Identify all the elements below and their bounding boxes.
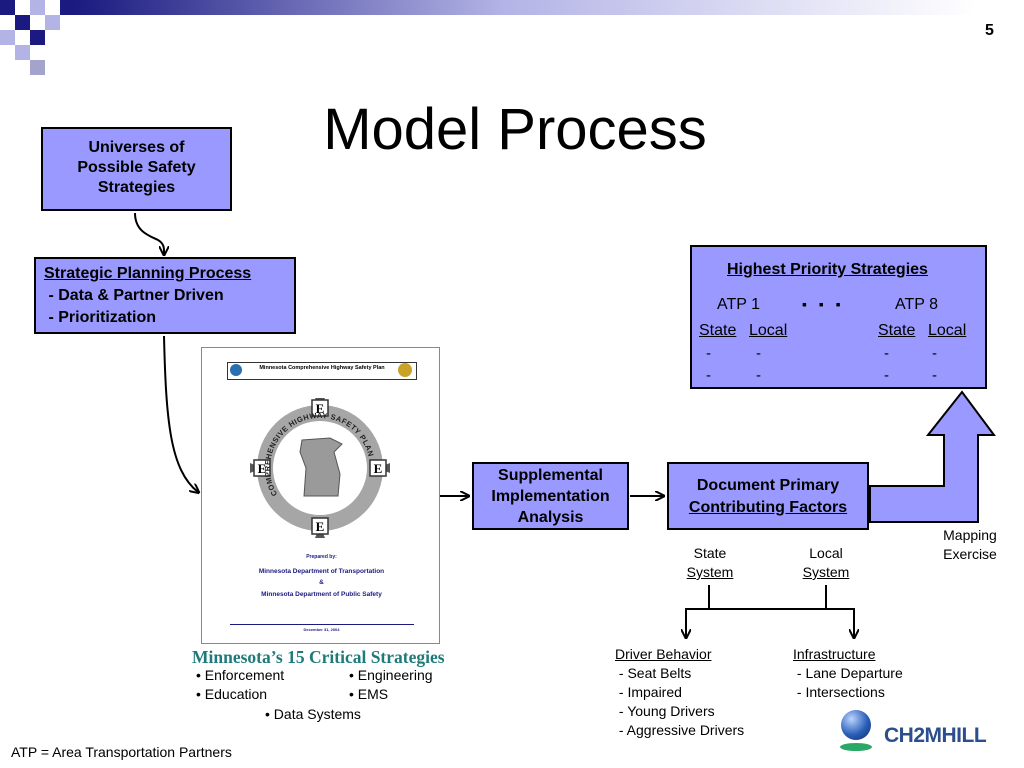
highest-heading: Highest Priority Strategies [727,261,928,278]
list-item: - Lane Departure [793,665,903,681]
supplemental-line-2: Implementation [491,488,610,505]
infra-heading: Infrastructure [793,646,876,662]
universes-line-1: Universes of [88,139,185,156]
list-item: - Impaired [615,684,682,700]
driver-behavior-list: Driver Behavior - Seat Belts - Impaired … [615,645,744,740]
mn-seal-left-icon [230,364,242,376]
dash: - [706,345,711,362]
dash: - [884,345,889,362]
highest-priority-box: Highest Priority Strategies ATP 1 ▪ ▪ ▪ … [690,245,987,389]
list-item: - Intersections [793,684,885,700]
cover-header-text: Minnesota Comprehensive Highway Safety P… [259,365,385,371]
local-system-line-1: Local [809,545,843,561]
strategic-heading: Strategic Planning Process [44,265,252,282]
infrastructure-list: Infrastructure - Lane Departure - Inters… [793,645,903,702]
strategic-planning-box: Strategic Planning Process - Data & Part… [34,257,296,334]
e-block-north [311,399,329,417]
atp1-state: State [699,322,737,339]
mapping-line-2: Exercise [943,546,997,562]
driver-heading: Driver Behavior [615,646,712,662]
atp8-label: ATP 8 [895,296,938,313]
document-primary-box: Document Primary Contributing Factors [667,462,869,530]
local-system-label: Local System [791,544,861,582]
dash: - [756,367,761,384]
atp8-local: Local [928,322,967,339]
supplemental-line-1: Supplemental [498,467,603,484]
state-system-line-2: System [686,564,734,580]
cover-emblem: E E E E COMPREHENSIVE HIGHWAY SAFETY PLA… [250,398,390,538]
critical-ems: • EMS [349,686,389,702]
strategic-item-data: - Data & Partner Driven [44,287,224,304]
logo-text: CH2MHILL [884,724,987,747]
mapping-line-1: Mapping [943,527,997,543]
dash: - [706,367,711,384]
list-item: - Aggressive Drivers [615,722,745,738]
dash: - [932,367,937,384]
minnesota-state-icon [299,437,343,497]
arrow-strategic-to-cover [163,335,198,492]
cover-header-bar [227,362,417,380]
atp8-state: State [878,322,916,339]
atp1-label: ATP 1 [717,296,760,313]
cover-amp: & [319,579,324,586]
mn-seal-right-icon [398,363,412,377]
local-system-line-2: System [802,564,850,580]
e-block-east [369,459,387,477]
cover-divider [230,624,414,625]
slide-number: 5 [985,22,994,39]
list-item: - Seat Belts [615,665,692,681]
document-line-2: Contributing Factors [688,499,848,516]
dash: - [932,345,937,362]
atp1-local: Local [749,322,788,339]
logo-reflection-icon [840,743,872,751]
dash: - [756,345,761,362]
cover-dept-2: Minnesota Department of Public Safety [261,591,382,598]
list-item: - Young Drivers [615,703,715,719]
supplemental-box: Supplemental Implementation Analysis [472,462,629,530]
cover-prepared-by: Prepared by: [306,554,337,560]
e-block-west [253,459,271,477]
e-letter-south: E [316,519,325,534]
mapping-exercise: Mapping Exercise [935,526,1005,564]
e-letter-north: E [316,401,325,416]
universes-line-2: Possible Safety [77,159,196,176]
header-gradient-bar [75,0,1024,15]
ch2mhill-logo: CH2MHILL [838,710,1018,760]
e-letter-east: E [374,461,383,476]
big-arrow-document-to-highest [869,390,996,523]
e-letter-west: E [258,461,267,476]
critical-data-systems: • Data Systems [265,706,361,722]
document-line-1: Document Primary [696,477,840,494]
supplemental-line-3: Analysis [517,509,584,526]
critical-strategies-title: Minnesota’s 15 Critical Strategies [192,647,445,667]
critical-enforcement: • Enforcement [196,667,285,683]
globe-icon [841,710,871,740]
slide-title: Model Process [323,97,707,162]
arrow-universes-to-strategic [134,212,164,254]
universes-box: Universes of Possible Safety Strategies [41,127,232,211]
ellipsis-icon: ▪ ▪ ▪ [802,296,845,312]
e-block-south [311,517,329,535]
critical-education: • Education [196,686,268,702]
safety-plan-cover: Minnesota Comprehensive Highway Safety P… [201,347,440,644]
footnote: ATP = Area Transportation Partners [11,744,232,760]
cover-date: December 31, 2004 [303,627,340,632]
cover-dept-1: Minnesota Department of Transportation [258,568,385,575]
dash: - [884,367,889,384]
critical-engineering: • Engineering [349,667,433,683]
state-system-label: State System [675,544,745,582]
universes-line-3: Strategies [97,179,176,196]
state-system-line-1: State [693,545,727,561]
strategic-item-prioritization: - Prioritization [44,309,156,326]
